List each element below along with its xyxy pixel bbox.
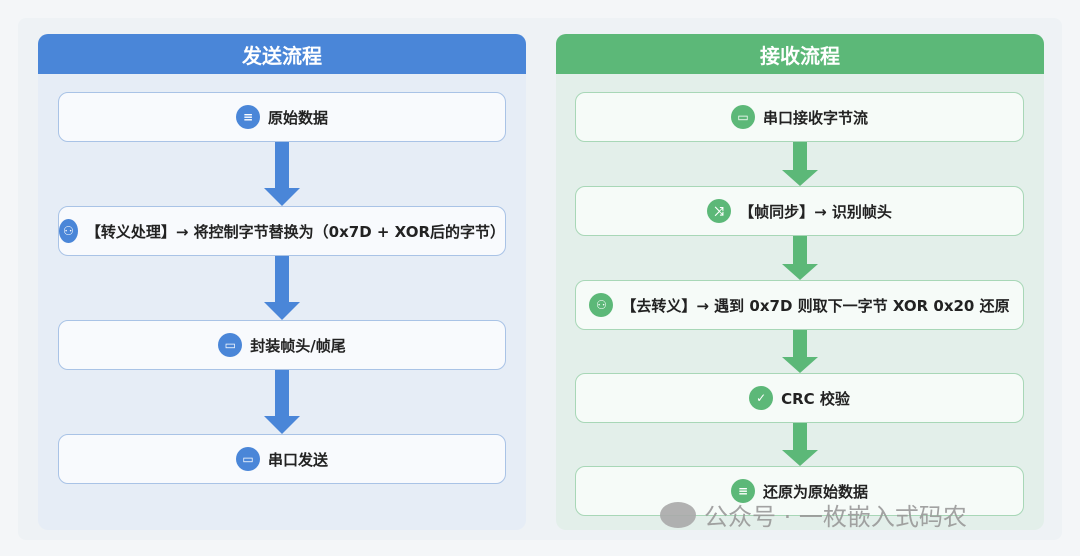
- shield-check-icon: ✓: [749, 386, 774, 410]
- receive-step: ▭ 串口接收字节流: [575, 92, 1024, 142]
- step-label: 【帧同步】→ 识别帧头: [739, 202, 892, 221]
- down-arrow-icon: [782, 142, 818, 186]
- down-arrow-icon: [782, 423, 818, 466]
- serial-port-icon: ▭: [730, 105, 755, 129]
- hierarchy-icon: ⚇: [59, 219, 78, 243]
- database-icon: ≡: [235, 105, 260, 129]
- send-step: ⚇ 【转义处理】→ 将控制字节替换为（0x7D + XOR后的字节）: [58, 206, 506, 256]
- receive-step: ≡ 还原为原始数据: [575, 466, 1024, 516]
- step-label: 原始数据: [267, 108, 328, 127]
- down-arrow-icon: [264, 256, 300, 320]
- receive-step: ⚇ 【去转义】→ 遇到 0x7D 则取下一字节 XOR 0x20 还原: [575, 280, 1024, 330]
- watermark: 公众号 · 一枚嵌入式码农: [660, 497, 967, 532]
- step-label: 串口发送: [267, 450, 328, 469]
- archive-box-icon: ▭: [218, 333, 243, 357]
- watermark-text: 公众号 · 一枚嵌入式码农: [704, 503, 967, 531]
- step-label: 还原为原始数据: [762, 482, 868, 501]
- step-label: 串口接收字节流: [762, 108, 868, 127]
- send-step: ▭ 封装帧头/帧尾: [58, 320, 506, 370]
- down-arrow-icon: [264, 142, 300, 206]
- send-step: ≡ 原始数据: [58, 92, 506, 142]
- send-panel: 发送流程 ≡ 原始数据 ⚇ 【转义处理】→ 将控制字节替换为（0x7D + XOR后的…: [38, 34, 526, 530]
- database-icon: ≡: [730, 479, 755, 503]
- receive-step: ✓ CRC 校验: [575, 373, 1024, 423]
- send-step: ▭ 串口发送: [58, 434, 506, 484]
- step-label: CRC 校验: [781, 389, 850, 408]
- step-label: 【去转义】→ 遇到 0x7D 则取下一字节 XOR 0x20 还原: [621, 296, 1010, 315]
- down-arrow-icon: [264, 370, 300, 434]
- step-label: 【转义处理】→ 将控制字节替换为（0x7D + XOR后的字节）: [85, 222, 505, 241]
- down-arrow-icon: [782, 236, 818, 280]
- serial-port-icon: ▭: [235, 447, 260, 471]
- send-title: 发送流程: [38, 34, 526, 74]
- receive-title: 接收流程: [556, 34, 1044, 74]
- down-arrow-icon: [782, 330, 818, 373]
- hierarchy-icon: ⚇: [589, 293, 614, 317]
- wechat-icon: [660, 501, 696, 528]
- step-label: 封装帧头/帧尾: [250, 336, 346, 355]
- receive-step: ⤨ 【帧同步】→ 识别帧头: [575, 186, 1024, 236]
- receive-panel: 接收流程 ▭ 串口接收字节流 ⤨ 【帧同步】→ 识别帧头 ⚇ 【去转义】→ 遇到 0x7D…: [556, 34, 1044, 530]
- shuffle-icon: ⤨: [707, 199, 732, 223]
